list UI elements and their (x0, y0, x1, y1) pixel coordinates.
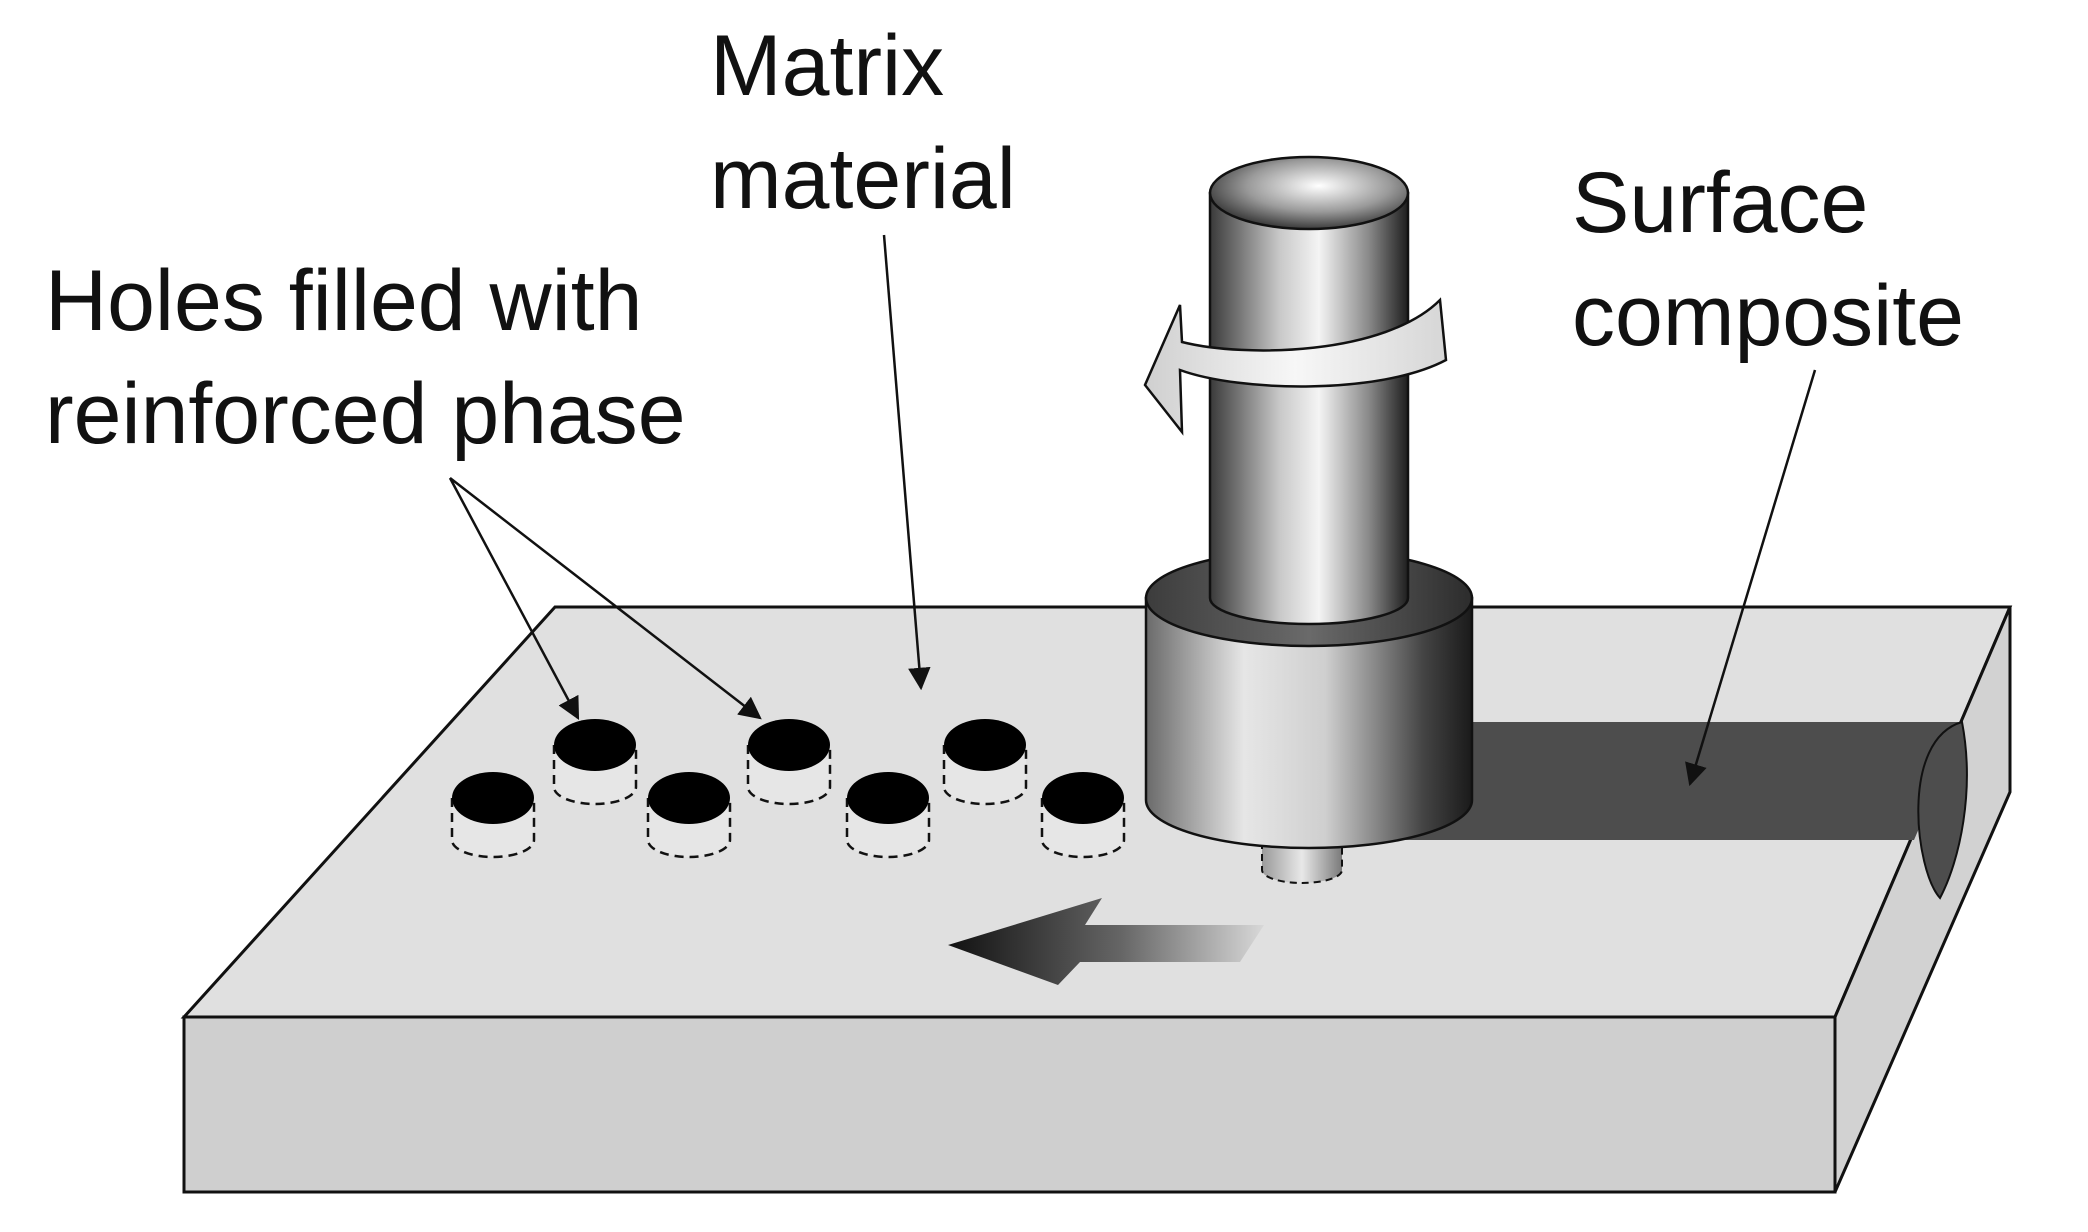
surface-composite-label-line1: Surface (1572, 155, 1868, 251)
filled-hole (942, 719, 1028, 806)
tool-shaft (1208, 155, 1410, 626)
holes-label-line1: Holes filled with (45, 253, 642, 349)
filled-hole (746, 719, 832, 806)
surface-composite-stripe (1390, 720, 1968, 900)
rotating-tool (1143, 155, 1474, 884)
curved-rotation-arrow-icon (1143, 297, 1448, 436)
filled-holes-group (450, 719, 1126, 859)
filled-hole (552, 719, 638, 806)
left-arrow-icon (948, 898, 1264, 985)
filled-hole (845, 772, 931, 859)
composite-leader-arrow (1685, 369, 1817, 787)
leader-arrows (448, 234, 1817, 787)
surface-composite-label-line2: composite (1572, 268, 1964, 364)
plate-front-face (182, 1015, 1837, 1194)
holes-leader-arrow (449, 477, 762, 720)
matrix-leader-arrow (882, 234, 931, 691)
holes-label-line2: reinforced phase (45, 366, 686, 462)
filled-hole (646, 772, 732, 859)
workpiece-plate (180, 605, 2013, 1194)
matrix-material-label-line2: material (710, 131, 1016, 227)
matrix-material-label-line1: Matrix (710, 18, 944, 114)
holes-leader-arrow (448, 477, 580, 720)
filled-hole (1040, 772, 1126, 859)
composite-groove-edge (1917, 720, 1968, 900)
filled-hole (450, 772, 536, 859)
